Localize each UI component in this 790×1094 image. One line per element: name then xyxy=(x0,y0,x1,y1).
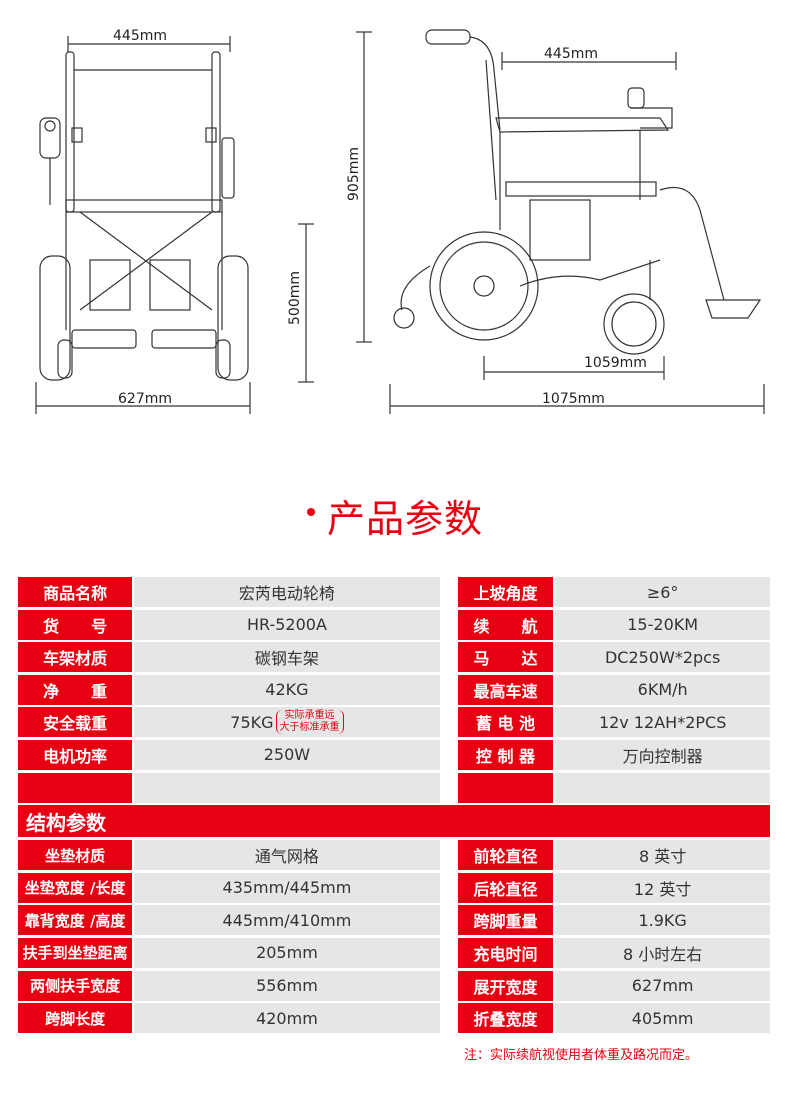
param-label: 蓄 电 池 xyxy=(457,707,554,738)
param-value: 万向控制器 xyxy=(555,739,770,770)
param-label: 折叠宽度 xyxy=(457,1003,554,1034)
param-value: 碳钢车架 xyxy=(134,642,440,673)
param-value: 445mm/410mm xyxy=(134,905,440,936)
param-label: 上坡角度 xyxy=(457,577,554,607)
param-value: 405mm xyxy=(555,1003,770,1034)
param-label xyxy=(18,772,133,803)
page-title: 产品参数 xyxy=(326,497,483,541)
param-value-text: 75KG xyxy=(230,712,274,732)
param-label: 跨脚重量 xyxy=(457,905,554,936)
param-value xyxy=(555,772,770,803)
param-value: 250W xyxy=(134,739,440,770)
side-view-drawing xyxy=(356,29,765,414)
param-label: 车架材质 xyxy=(18,642,133,673)
load-note-line: 大于标准承重 xyxy=(279,722,340,734)
param-label: 两侧扶手宽度 xyxy=(18,970,133,1001)
param-value: 205mm xyxy=(134,937,440,968)
dim-side-height: 905mm xyxy=(346,147,362,201)
param-value: 8 英寸 xyxy=(555,840,770,871)
param-label: 最高车速 xyxy=(457,674,554,705)
front-view-drawing xyxy=(35,36,314,414)
structure-section-title: 结构参数 xyxy=(18,805,770,838)
param-value: 627mm xyxy=(555,970,770,1001)
dim-side-total-length: 1075mm xyxy=(542,391,605,407)
param-label xyxy=(457,772,554,803)
load-note-line: 实际承重远 xyxy=(284,710,335,722)
param-value: 12 英寸 xyxy=(555,872,770,903)
param-label: 坐垫宽度 /长度 xyxy=(18,872,133,903)
param-value: 8 小时左右 xyxy=(555,937,770,968)
param-value xyxy=(134,772,440,803)
param-label: 充电时间 xyxy=(457,937,554,968)
param-label: 扶手到坐垫距离 xyxy=(18,937,133,968)
param-label: 电机功率 xyxy=(18,739,133,770)
dimension-diagrams: 445mm 500mm 627mm 445mm 905mm 1059mm 107… xyxy=(0,0,790,440)
param-value: 435mm/445mm xyxy=(134,872,440,903)
param-value: ≥6° xyxy=(555,577,770,607)
dim-side-seat-depth: 445mm xyxy=(544,46,598,62)
param-label: 净 重 xyxy=(18,674,133,705)
param-label: 跨脚长度 xyxy=(18,1003,133,1034)
param-value: 6KM/h xyxy=(555,674,770,705)
param-label: 货 号 xyxy=(18,609,133,640)
param-label: 商品名称 xyxy=(18,577,133,607)
section-heading: 产品参数 xyxy=(0,488,790,543)
param-label: 马 达 xyxy=(457,642,554,673)
param-label: 后轮直径 xyxy=(457,872,554,903)
table-row xyxy=(18,772,770,803)
param-value: DC250W*2pcs xyxy=(555,642,770,673)
param-label: 安全载重 xyxy=(18,707,133,738)
bullet-dot-icon xyxy=(306,507,315,516)
param-value: 宏芮电动轮椅 xyxy=(134,577,440,607)
param-label: 展开宽度 xyxy=(457,970,554,1001)
param-value: 12v 12AH*2PCS xyxy=(555,707,770,738)
footnote: 注：实际续航视使用者体重及路况而定。 xyxy=(463,1048,698,1063)
table-row: 商品名称宏芮电动轮椅上坡角度≥6° xyxy=(18,577,770,607)
param-value: 通气网格 xyxy=(134,840,440,871)
param-label: 前轮直径 xyxy=(457,840,554,871)
param-value: 1.9KG xyxy=(555,905,770,936)
param-value: 15-20KM xyxy=(555,609,770,640)
dim-front-top-width: 445mm xyxy=(113,28,167,44)
param-value: 556mm xyxy=(134,970,440,1001)
dim-side-wheelbase: 1059mm xyxy=(584,355,647,371)
param-label: 续 航 xyxy=(457,609,554,640)
param-label: 坐垫材质 xyxy=(18,840,133,871)
param-label: 靠背宽度 /高度 xyxy=(18,905,133,936)
dim-front-seat-height: 500mm xyxy=(287,271,303,325)
dim-front-total-width: 627mm xyxy=(118,391,172,407)
param-value: 42KG xyxy=(134,674,440,705)
wheelchair-drawings xyxy=(35,29,765,414)
load-note: 实际承重远大于标准承重 xyxy=(275,710,344,735)
param-value: 420mm xyxy=(134,1003,440,1034)
param-value: HR-5200A xyxy=(134,609,440,640)
param-label: 控 制 器 xyxy=(457,739,554,770)
